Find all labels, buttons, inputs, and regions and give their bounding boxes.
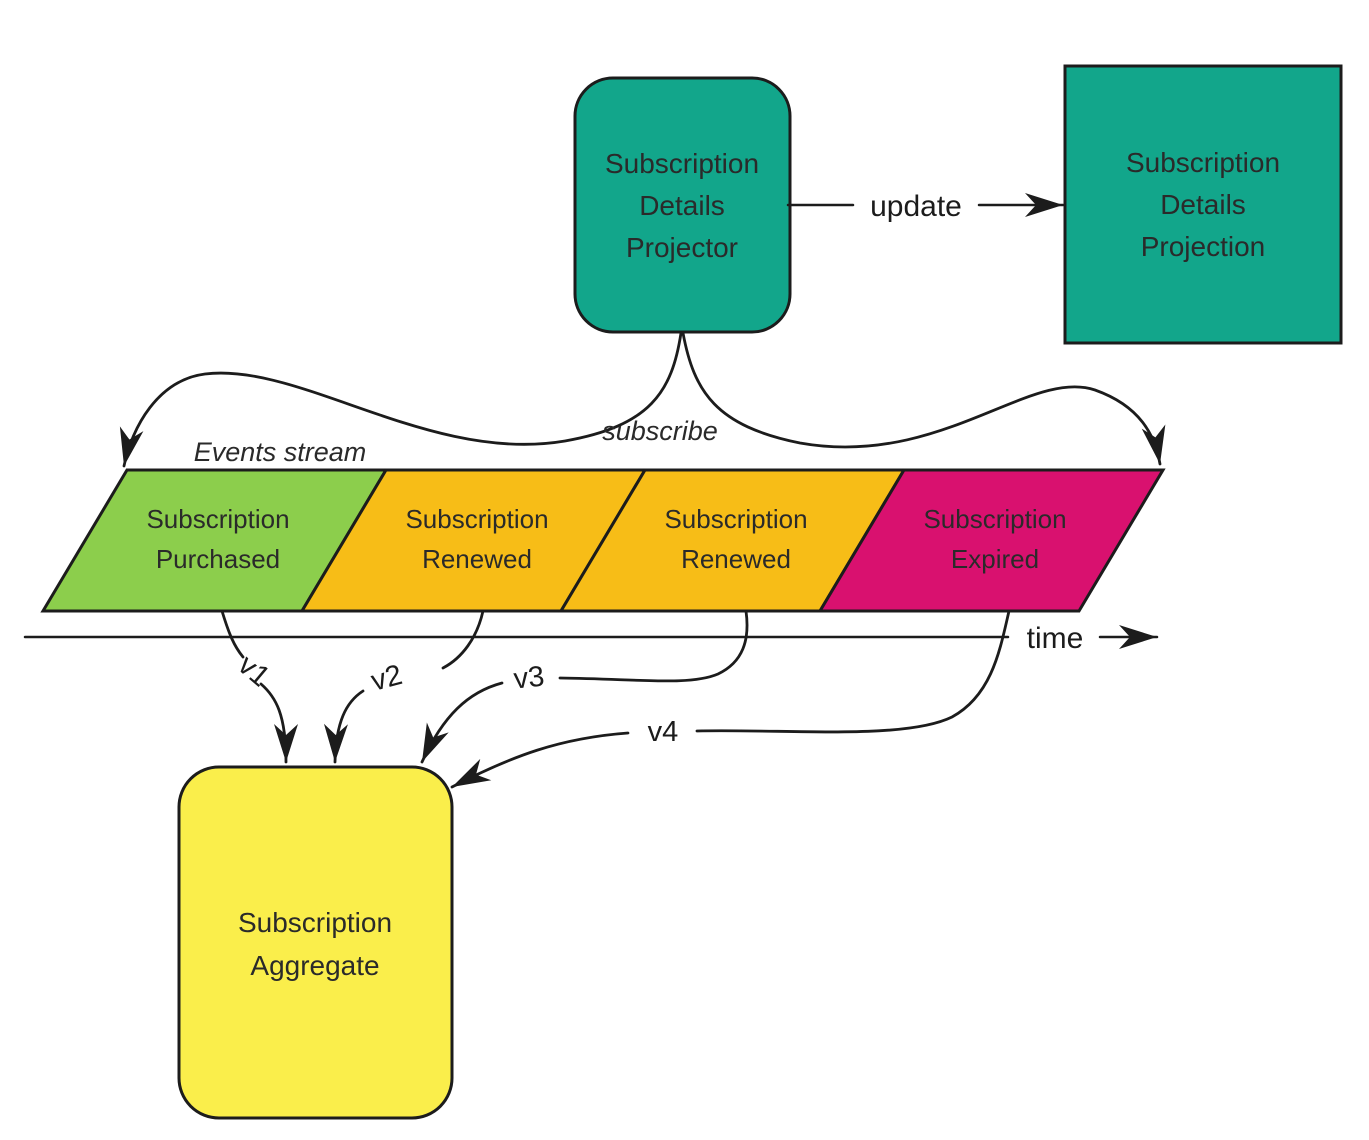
projection-label-line3: Projection: [1141, 231, 1266, 262]
projection-label-line1: Subscription: [1126, 147, 1280, 178]
v2-edge-upper: [441, 609, 485, 670]
subscribe-edges: subscribe: [119, 331, 1166, 468]
projector-label-line1: Subscription: [605, 148, 759, 179]
projection-shape: [1063, 64, 1343, 345]
aggregate-shape: [177, 765, 454, 1120]
time-axis-label: time: [1027, 622, 1084, 655]
event-cell-renewed-2: Subscription Renewed: [558, 468, 907, 613]
projection-label-line2: Details: [1160, 189, 1246, 220]
v3-edge-upper: [558, 609, 749, 683]
event-purchased-line2: Purchased: [156, 544, 280, 574]
time-axis: time: [23, 622, 1159, 655]
v4-edge-label: v4: [648, 716, 679, 748]
aggregate-label-line2: Aggregate: [250, 950, 379, 981]
event-purchased-line1: Subscription: [146, 504, 289, 534]
event-renewed-2-line2: Renewed: [681, 544, 791, 574]
aggregate-node: Subscription Aggregate: [177, 765, 454, 1120]
v4-edge-upper: [695, 609, 1011, 734]
event-expired-line1: Subscription: [923, 504, 1066, 534]
projector-node: Subscription Details Projector: [573, 76, 792, 334]
event-cell-renewed-1: Subscription Renewed: [299, 468, 648, 613]
event-expired-shape: [817, 468, 1166, 613]
projector-label-line3: Projector: [626, 232, 738, 263]
subscribe-edge-right: [681, 331, 1166, 466]
event-cell-expired: Subscription Expired: [817, 468, 1166, 613]
projector-label-line2: Details: [639, 190, 725, 221]
v4-edge-lower: [450, 731, 630, 789]
events-stream-title: Events stream: [194, 437, 367, 467]
v3-edge-lower: [420, 681, 504, 764]
projection-node: Subscription Details Projection: [1063, 64, 1343, 345]
v1-edge-label: v1: [232, 649, 276, 693]
v1-edge-lower: [259, 682, 298, 764]
events-stream: Events stream Subscription Purchased Sub…: [40, 437, 1166, 613]
update-edge-label: update: [870, 190, 962, 223]
aggregate-label-line1: Subscription: [238, 907, 392, 938]
event-renewed-1-line1: Subscription: [405, 504, 548, 534]
event-renewed-2-line1: Subscription: [664, 504, 807, 534]
v2-edge-label: v2: [368, 659, 406, 698]
update-edge: update: [786, 190, 1065, 223]
v2-edge-lower: [323, 689, 365, 764]
v1-edge-upper: [220, 609, 245, 659]
v3-edge-label: v3: [512, 661, 546, 696]
event-renewed-1-line2: Renewed: [422, 544, 532, 574]
event-expired-line2: Expired: [951, 544, 1039, 574]
subscribe-edge-left: [119, 331, 683, 468]
subscribe-edge-label: subscribe: [602, 416, 718, 446]
